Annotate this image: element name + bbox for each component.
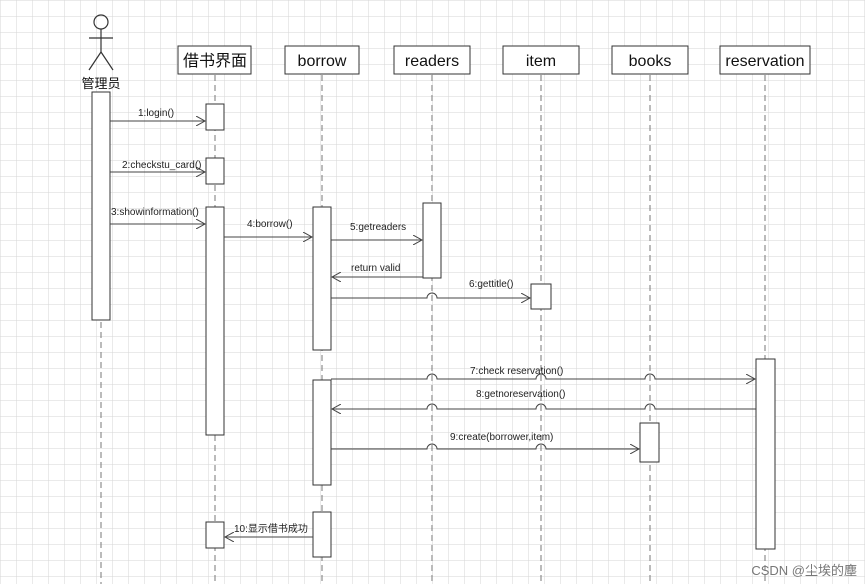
message-label-10: 10:显示借书成功 xyxy=(234,523,308,535)
activation-item xyxy=(530,283,552,310)
actor-icon xyxy=(88,14,114,71)
message-arrow-7 xyxy=(331,373,755,379)
message-label-1: 1:login() xyxy=(138,108,174,119)
message-label-3: 3:showinformation() xyxy=(111,207,199,218)
object-label-readers: readers xyxy=(405,53,459,70)
actor-name: 管理员 xyxy=(81,77,120,92)
message-arrow-9 xyxy=(331,443,639,449)
object-label-reservation: reservation xyxy=(725,53,804,70)
message-label-9: 9:create(borrower,item) xyxy=(450,432,553,443)
object-box-borrow xyxy=(284,45,360,75)
object-box-books xyxy=(611,45,689,75)
activation-borrow-2 xyxy=(312,379,332,486)
message-label-2: 2:checkstu_card() xyxy=(122,160,201,171)
activation-borrow-1 xyxy=(312,206,332,351)
activation-ui-check xyxy=(205,157,225,185)
object-label-item: item xyxy=(526,53,556,70)
object-box-ui xyxy=(177,45,252,75)
message-arrow-6 xyxy=(331,292,530,298)
activation-ui-main xyxy=(205,206,225,436)
object-box-reservation xyxy=(719,45,811,75)
message-label-7: 7:check reservation() xyxy=(470,366,563,377)
message-label-return-valid: return valid xyxy=(351,263,400,274)
object-box-item xyxy=(502,45,580,75)
activation-books xyxy=(639,422,660,463)
watermark-text: CSDN @尘埃的塵 xyxy=(751,563,857,578)
message-label-6: 6:gettitle() xyxy=(469,279,513,290)
message-arrow-8 xyxy=(332,403,756,409)
message-label-5: 5:getreaders xyxy=(350,222,406,233)
activation-borrow-3 xyxy=(312,511,332,558)
activation-readers xyxy=(422,202,442,279)
message-label-8: 8:getnoreservation() xyxy=(476,389,566,400)
activation-reservation xyxy=(755,358,776,550)
activation-ui-login xyxy=(205,103,225,131)
object-label-books: books xyxy=(629,53,672,70)
activation-ui-result xyxy=(205,521,225,549)
object-label-borrow: borrow xyxy=(298,53,347,70)
object-box-readers xyxy=(393,45,471,75)
activation-actor xyxy=(91,91,111,321)
object-label-ui: 借书界面 xyxy=(183,52,247,70)
message-label-4: 4:borrow() xyxy=(247,219,293,230)
